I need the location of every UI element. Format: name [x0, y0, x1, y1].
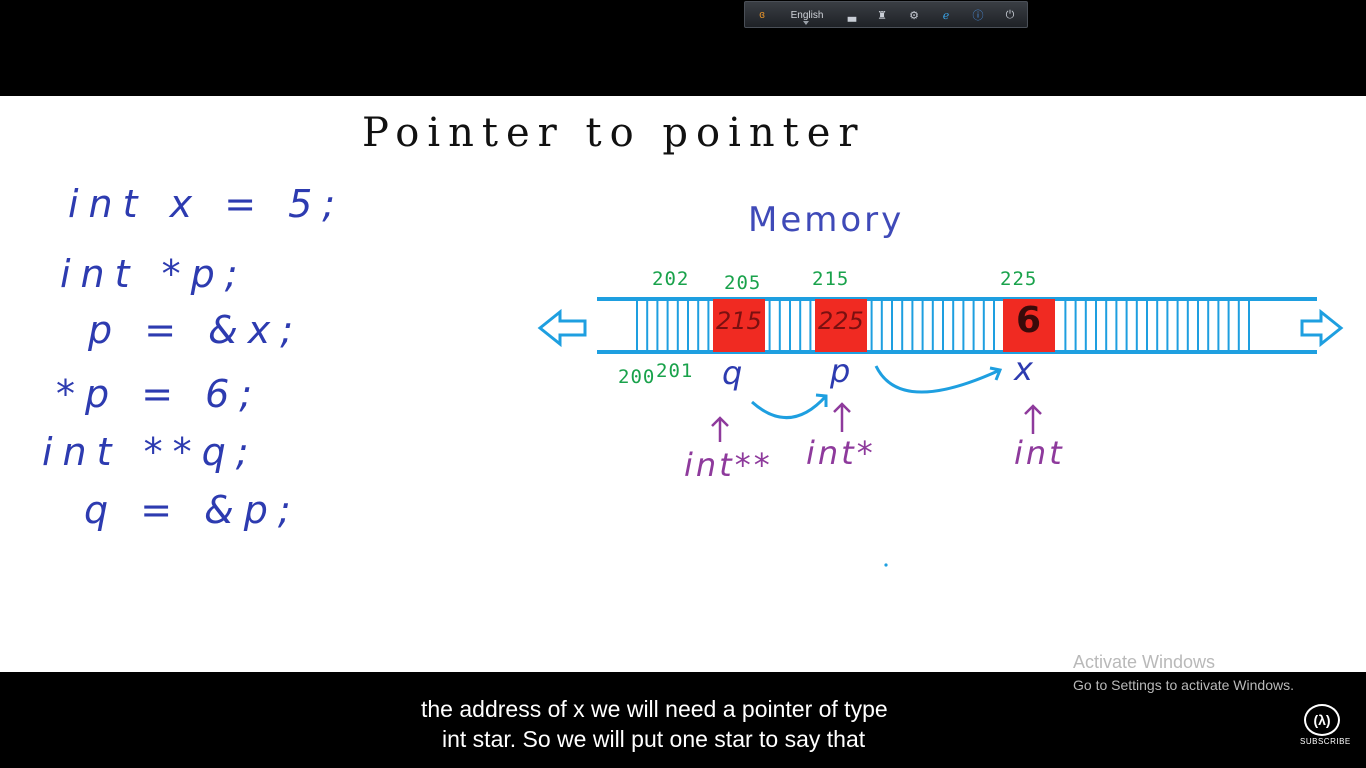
type-label-q: int**	[684, 446, 773, 484]
code-line-4: *p = 6;	[56, 372, 263, 416]
gear-icon[interactable]: ⚙	[909, 9, 919, 22]
help-icon[interactable]: ⓘ	[972, 10, 984, 22]
address-201: 201	[656, 360, 694, 382]
address-202: 202	[652, 268, 690, 290]
memory-diagram	[537, 297, 1344, 567]
cell-p-value: 225	[818, 307, 864, 335]
address-215: 215	[812, 268, 850, 290]
code-line-2: int *p;	[60, 252, 248, 296]
type-label-p: int*	[806, 434, 876, 472]
video-top-bar	[0, 0, 1366, 96]
chevron-down-icon	[803, 21, 809, 25]
activate-windows-detail: Go to Settings to activate Windows.	[1073, 677, 1294, 693]
spiral-logo-icon[interactable]: ɞ	[759, 9, 765, 21]
subscribe-button[interactable]: (λ) SUBSCRIBE	[1300, 704, 1351, 746]
left-arrow-icon	[537, 308, 587, 348]
subscribe-label: SUBSCRIBE	[1300, 737, 1351, 746]
language-selector[interactable]: English	[790, 9, 824, 21]
page-title: Pointer to pointer	[362, 110, 866, 156]
memory-cell-ticks	[636, 301, 1250, 350]
code-line-3: p = &x;	[88, 308, 304, 352]
memory-title: Memory	[748, 200, 905, 240]
media-toolbar: ɞ English ▃ ♜ ⚙ ℯ ⓘ ⏻	[744, 1, 1028, 28]
cell-q	[713, 299, 765, 352]
address-225: 225	[1000, 268, 1038, 290]
hat-icon[interactable]: ▃	[847, 9, 857, 22]
cell-x	[1003, 299, 1055, 352]
edge-e-icon[interactable]: ℯ	[942, 9, 950, 22]
q-to-p-arrow	[751, 394, 828, 419]
type-label-x: int	[1014, 434, 1065, 472]
chess-piece-icon[interactable]: ♜	[877, 9, 887, 22]
cell-x-value: 6	[1016, 300, 1042, 341]
address-200: 200	[618, 366, 656, 388]
code-line-6: q = &p;	[84, 488, 301, 532]
p-to-x-arrow	[874, 365, 1001, 394]
whiteboard: Pointer to pointer int x = 5; int *p; p …	[0, 96, 1366, 672]
code-line-5: int **q;	[42, 430, 259, 474]
var-label-x: x	[1014, 350, 1033, 388]
activate-windows-title: Activate Windows	[1073, 652, 1216, 672]
right-arrow-icon	[1300, 308, 1344, 348]
var-label-q: q	[722, 354, 743, 392]
caption-line-1: the address of x we will need a pointer …	[413, 694, 896, 724]
power-icon[interactable]: ⏻	[1005, 8, 1015, 21]
address-205: 205	[724, 272, 762, 294]
caption-line-2: int star. So we will put one star to say…	[434, 724, 874, 754]
cell-q-value: 215	[716, 307, 762, 335]
var-label-p: p	[830, 352, 851, 390]
freecodecamp-logo-icon: (λ)	[1304, 704, 1340, 736]
code-line-1: int x = 5;	[68, 182, 346, 226]
cell-p	[815, 299, 867, 352]
